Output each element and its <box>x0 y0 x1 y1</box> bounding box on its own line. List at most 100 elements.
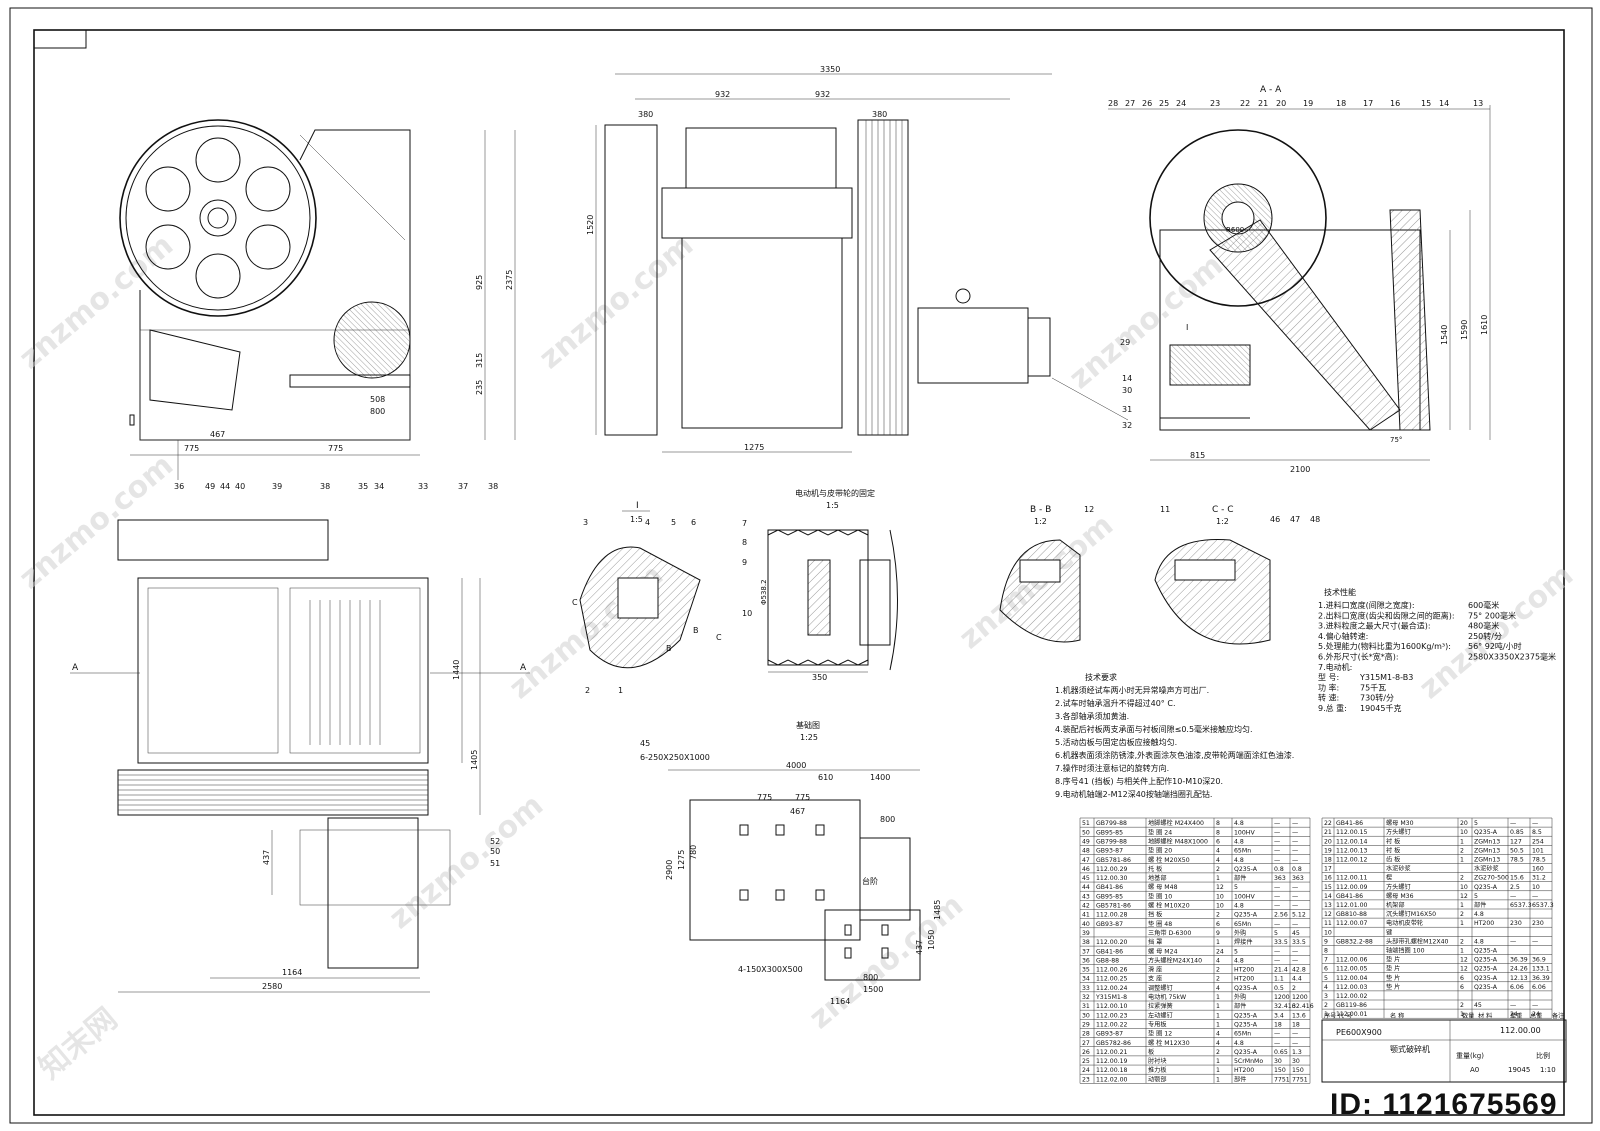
svg-text:800: 800 <box>863 973 878 982</box>
bom-header-cell: 代 号 <box>1338 1012 1352 1020</box>
svg-text:4.装配后衬板两支承面与衬板间隙≤0.5毫米接触应均匀.: 4.装配后衬板两支承面与衬板间隙≤0.5毫米接触应均匀. <box>1055 724 1253 734</box>
svg-text:4-150X300X500: 4-150X300X500 <box>738 965 803 974</box>
plan-view: A A 1440 1405 437 1164 2580 50 51 52 <box>70 519 530 993</box>
svg-text:800: 800 <box>880 815 895 824</box>
svg-text:1:5: 1:5 <box>826 501 839 510</box>
bom-cell: 48 <box>1082 848 1090 855</box>
bom-cell: 42 <box>1082 903 1090 910</box>
svg-text:24: 24 <box>1176 99 1186 108</box>
svg-text:7.操作时须注意标记的旋转方向.: 7.操作时须注意标记的旋转方向. <box>1055 763 1169 773</box>
svg-text:6-250X250X1000: 6-250X250X1000 <box>640 753 710 762</box>
id-label: ID: 1121675569 <box>1330 1088 1558 1121</box>
bom-cell: 齿 板 <box>1386 856 1400 864</box>
svg-text:15: 15 <box>1421 99 1431 108</box>
bom-cell: — <box>1510 820 1516 827</box>
bom-cell: 垫 圈 12 <box>1148 1030 1172 1038</box>
bom-cell: 5 <box>1234 948 1238 955</box>
svg-text:34: 34 <box>374 482 384 491</box>
svg-text:技术要求: 技术要求 <box>1085 672 1117 682</box>
bom-cell: 6 <box>1460 984 1464 991</box>
bom-cell: 1 <box>1460 920 1464 927</box>
bom-cell: 112.00.24 <box>1096 985 1128 992</box>
corner-box <box>33 29 87 49</box>
bom-cell: 头部带孔螺栓M12X40 <box>1386 937 1449 945</box>
bom-cell: — <box>1292 848 1298 855</box>
svg-text:基础图: 基础图 <box>796 720 820 730</box>
bom-cell: 78.5 <box>1510 857 1524 864</box>
bom-cell: 托 板 <box>1148 865 1162 873</box>
perf-value: 730转/分 <box>1360 693 1394 703</box>
svg-text:815: 815 <box>1190 451 1205 460</box>
bom-cell: GB810-88 <box>1336 911 1367 918</box>
bom-cell: 363 <box>1274 875 1286 882</box>
bom-cell: 38 <box>1082 939 1090 946</box>
svg-text:1275: 1275 <box>744 443 764 452</box>
svg-text:28: 28 <box>1108 99 1118 108</box>
bom-cell: 1 <box>1216 1021 1220 1028</box>
bom-cell: 4.8 <box>1234 903 1244 910</box>
svg-text:6: 6 <box>691 518 696 527</box>
bom-cell: Q235-A <box>1234 1049 1258 1056</box>
bom-cell: 2 <box>1216 866 1220 873</box>
bom-cell: 10 <box>1324 929 1332 936</box>
perf-value: Y315M1-8-B3 <box>1359 673 1413 682</box>
svg-text:R600: R600 <box>1226 226 1244 234</box>
bom-cell: 4 <box>1216 985 1220 992</box>
foundation-plan: 基础图 1:25 6-250X250X1000 4000 610 1400 77… <box>640 720 942 1006</box>
bom-cell: 51 <box>1082 820 1090 827</box>
bom-cell: 18 <box>1274 1021 1282 1028</box>
svg-text:50: 50 <box>490 847 500 856</box>
svg-text:1400: 1400 <box>870 773 890 782</box>
bom-cell: 地脚螺栓 M24X400 <box>1148 819 1204 827</box>
svg-text:Φ538.2: Φ538.2 <box>760 579 768 605</box>
bom-cell: 112.00.09 <box>1336 884 1368 891</box>
svg-text:B: B <box>666 644 672 653</box>
bom-cell: 65Mn <box>1234 921 1251 928</box>
svg-text:比例: 比例 <box>1536 1051 1550 1060</box>
bom-cell: 挡 罩 <box>1148 938 1162 946</box>
svg-text:颚式破碎机: 颚式破碎机 <box>1390 1044 1430 1054</box>
svg-text:6.机器表面须涂防锈漆,外表面涂灰色油漆,皮带轮两端面涂红色: 6.机器表面须涂防锈漆,外表面涂灰色油漆,皮带轮两端面涂红色油漆. <box>1055 750 1294 760</box>
bom-cell: 外购 <box>1234 929 1246 937</box>
bom-cell: — <box>1274 820 1280 827</box>
svg-text:22: 22 <box>1240 99 1250 108</box>
svg-text:2: 2 <box>585 686 590 695</box>
svg-text:9.电动机轴端2-M12深40按轴端挡圈孔配钻.: 9.电动机轴端2-M12深40按轴端挡圈孔配钻. <box>1055 789 1212 799</box>
svg-text:1:2: 1:2 <box>1034 517 1047 526</box>
bom-cell: 2 <box>1292 985 1296 992</box>
bom-cell: 6 <box>1460 975 1464 982</box>
bom-cell: 2 <box>1460 911 1464 918</box>
bom-cell: 6.06 <box>1532 984 1546 991</box>
bom-cell: — <box>1532 938 1538 945</box>
bom-cell: 推力板 <box>1148 1066 1167 1074</box>
bom-cell: 12 <box>1216 884 1224 891</box>
bom-cell: 36.39 <box>1510 957 1528 964</box>
bom-cell: 4 <box>1216 957 1220 964</box>
bom-cell: GB93-87 <box>1096 848 1123 855</box>
bom-cell: 27 <box>1082 1040 1090 1047</box>
bom-cell: 1 <box>1216 939 1220 946</box>
bom-cell: — <box>1292 957 1298 964</box>
bom-cell: 方头螺钉 <box>1386 828 1411 836</box>
bom-cell: 1 <box>1460 857 1464 864</box>
bom-cell: 4.8 <box>1234 857 1244 864</box>
bom-header-cell: 单重 <box>1510 1012 1522 1020</box>
svg-text:37: 37 <box>458 482 468 491</box>
bom-cell: 37 <box>1082 948 1090 955</box>
bom-cell: 10 <box>1532 884 1540 891</box>
svg-text:9: 9 <box>742 558 747 567</box>
bom-cell: 1 <box>1216 1076 1220 1083</box>
bom-cell: 112.00.25 <box>1096 976 1128 983</box>
bom-cell: 4.8 <box>1234 820 1244 827</box>
bom-cell: 112.00.19 <box>1096 1058 1128 1065</box>
bom-cell: 板 <box>1148 1048 1154 1056</box>
bom-cell: 45 <box>1082 875 1090 882</box>
bom-cell: GB93-87 <box>1096 921 1123 928</box>
bom-cell: — <box>1274 957 1280 964</box>
svg-text:B: B <box>693 626 699 635</box>
svg-text:技术性能: 技术性能 <box>1324 587 1356 597</box>
bom-cell: 2 <box>1216 912 1220 919</box>
bom-cell: 42.8 <box>1292 967 1306 974</box>
svg-text:44: 44 <box>220 482 230 491</box>
bom-cell: 112.00.02 <box>1336 993 1368 1000</box>
